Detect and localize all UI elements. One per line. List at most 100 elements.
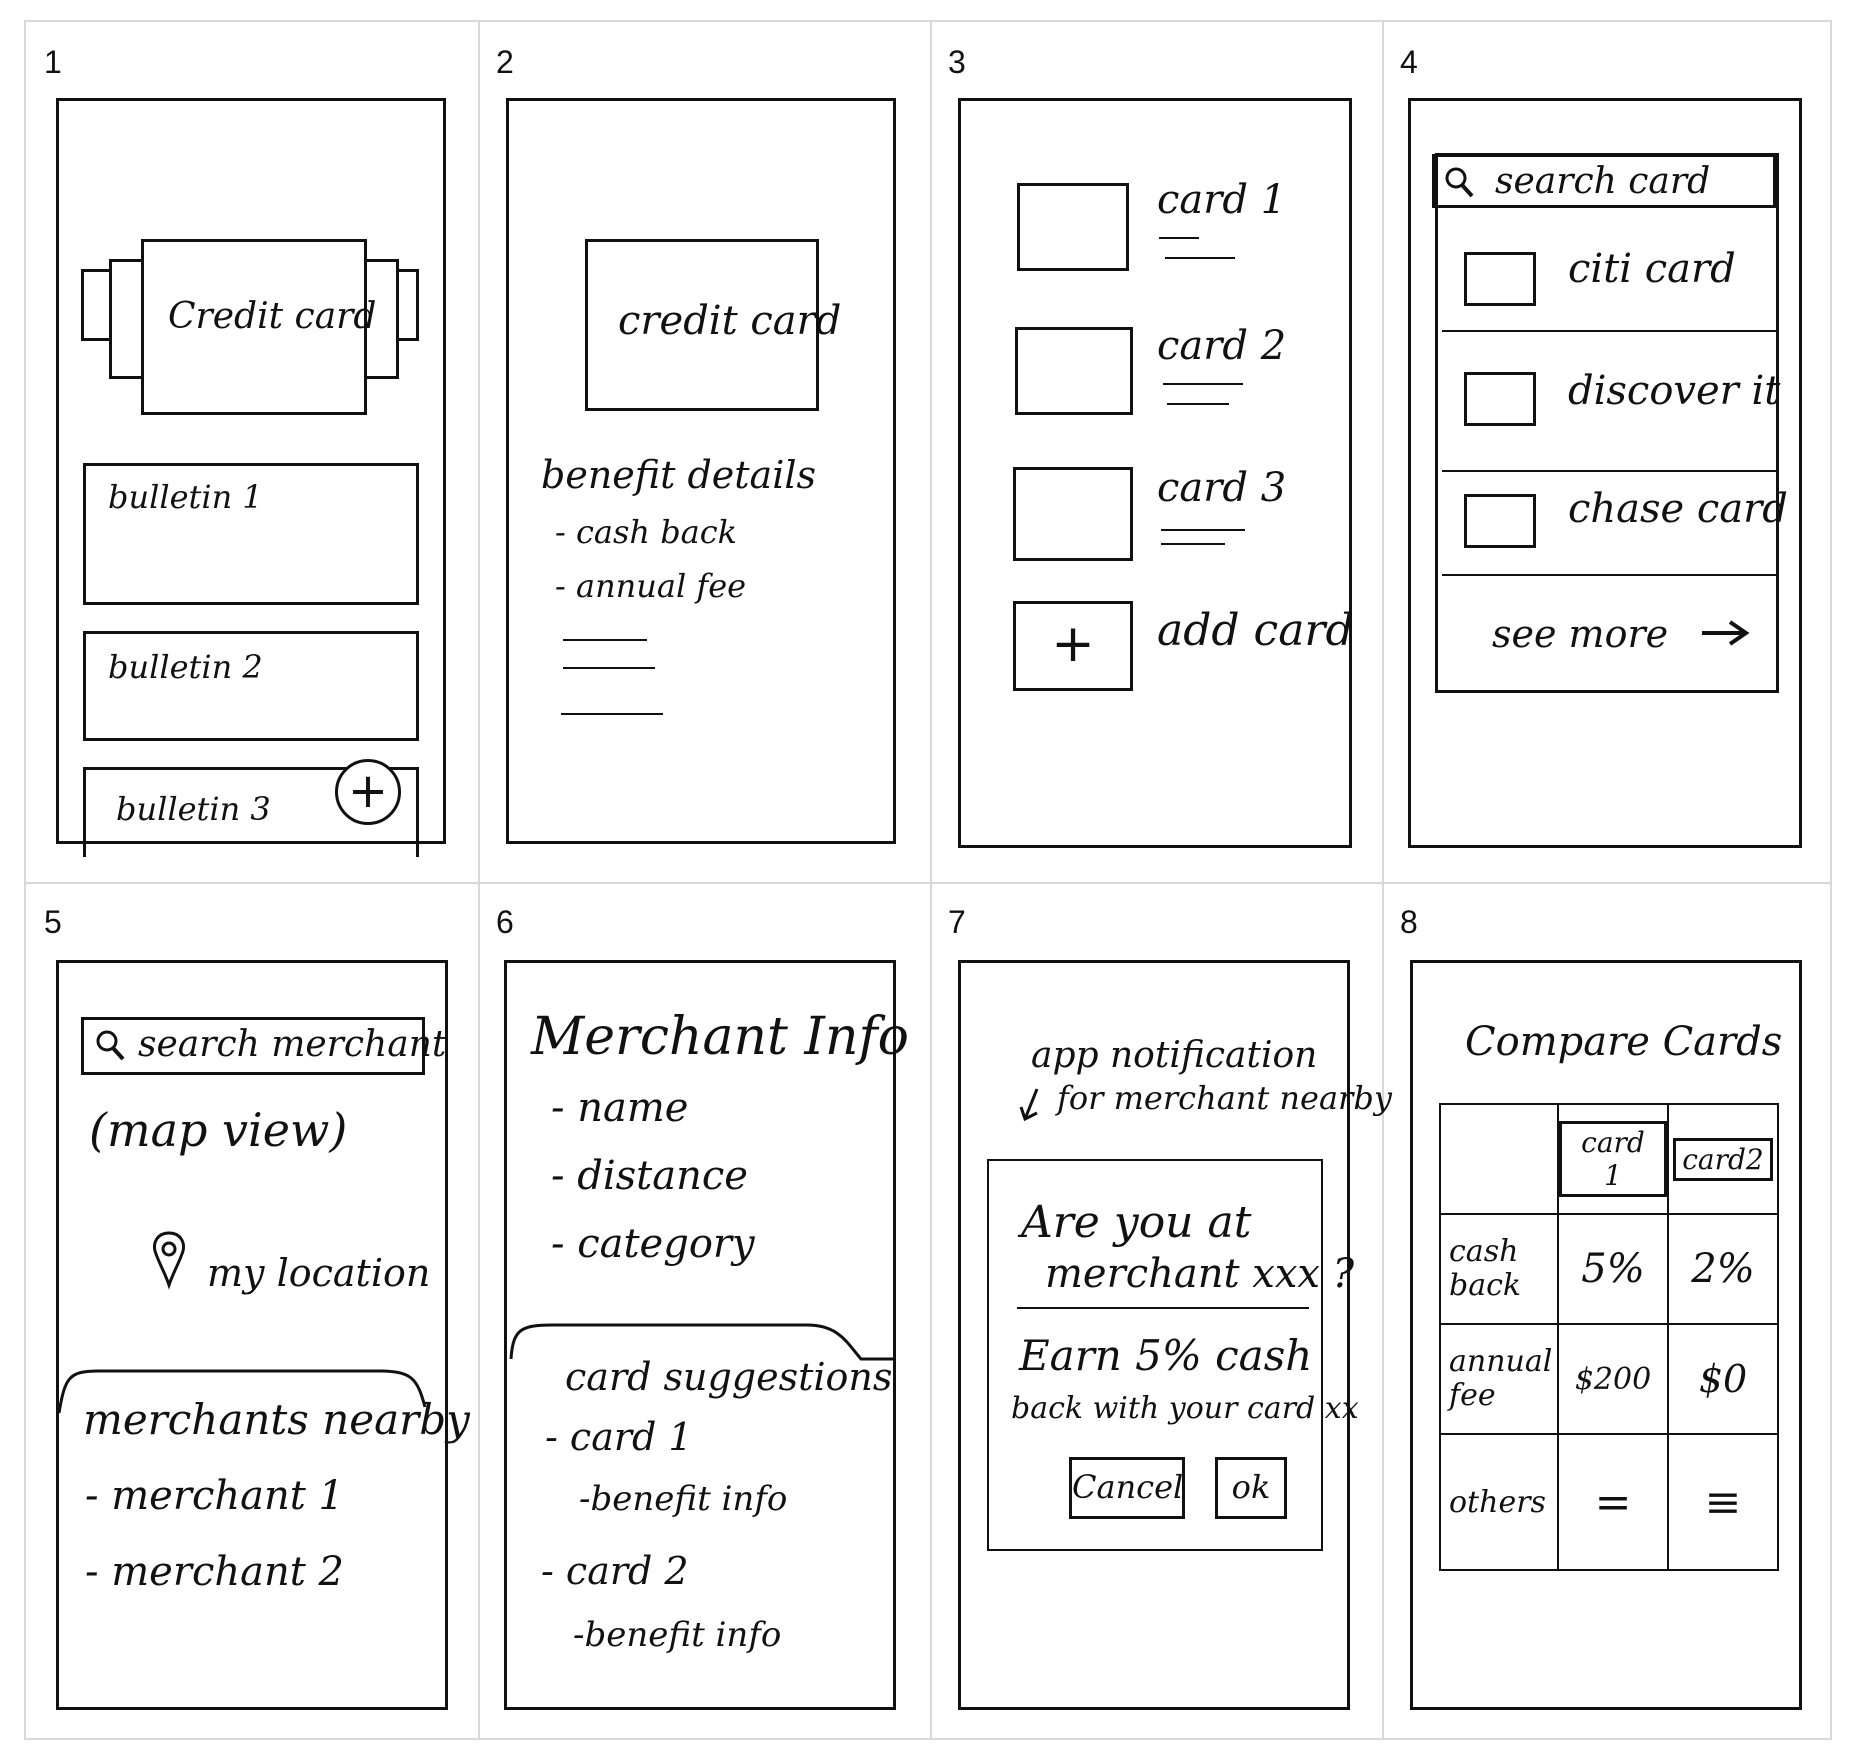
frame-3: 3 card 1 card 2 card 3 + add card (930, 22, 1382, 882)
card-name[interactable]: card 3 (1157, 465, 1287, 511)
bulletin-card[interactable]: bulletin 1 (83, 463, 419, 605)
frame-number: 1 (44, 44, 62, 80)
search-icon (96, 1030, 125, 1061)
card-thumbnail[interactable] (1017, 183, 1129, 271)
frame-number: 7 (948, 904, 966, 940)
table-corner (1439, 1103, 1559, 1215)
bottom-sheet-edge (509, 1323, 895, 1361)
add-card-button[interactable]: + (1013, 601, 1133, 691)
card-thumbnail[interactable] (1015, 327, 1133, 415)
card-detail-line (1161, 543, 1225, 545)
table-cell: = (1557, 1433, 1669, 1571)
card-detail-line (1159, 237, 1199, 239)
ok-button[interactable]: ok (1215, 1457, 1287, 1519)
phone-outline: search card citi card discover it chase … (1408, 98, 1802, 848)
search-dropdown: search card citi card discover it chase … (1432, 153, 1788, 693)
search-merchant-input[interactable]: search merchant (81, 1017, 446, 1075)
bottom-sheet-edge (57, 1369, 427, 1414)
table-row: others = ≡ (1439, 1433, 1779, 1571)
grid-divider (478, 22, 480, 1738)
placeholder-line (563, 639, 647, 641)
search-placeholder: search card (1495, 161, 1711, 202)
row-label-line: annual (1449, 1344, 1553, 1379)
phone-outline: Merchant Info - name - distance - catego… (504, 960, 909, 1710)
frame-7: 7 app notification for merchant nearby A… (930, 882, 1392, 1742)
benefit-details-title: benefit details (541, 453, 817, 497)
frame-number: 5 (44, 904, 62, 940)
card-suggestions-title: card suggestions (565, 1355, 893, 1399)
bulletin-card[interactable]: bulletin 3 (83, 767, 419, 857)
frame-4: 4 search card citi card discover it (1382, 22, 1834, 882)
bulletin-label: bulletin 1 (108, 478, 263, 516)
table-cell: $0 (1667, 1323, 1779, 1435)
merchants-nearby-title: merchants nearby (83, 1395, 470, 1444)
column-header: card2 (1667, 1103, 1779, 1215)
frame-number: 6 (496, 904, 514, 940)
search-card-input[interactable]: search card (1432, 154, 1776, 208)
bulletin-card[interactable]: bulletin 2 (83, 631, 419, 741)
suggested-card[interactable]: - card 1 (545, 1415, 693, 1459)
merchant-field: - name (551, 1085, 689, 1131)
table-cell: ≡ (1667, 1433, 1779, 1571)
dialog-question: merchant xxx ? (1045, 1251, 1355, 1297)
card-tag[interactable]: card2 (1673, 1137, 1773, 1181)
compare-cards-title: Compare Cards (1465, 1019, 1783, 1065)
result-divider (1442, 330, 1776, 332)
credit-card-label: Credit card (168, 296, 377, 337)
benefit-item: - annual fee (555, 567, 747, 605)
cancel-button[interactable]: Cancel (1069, 1457, 1185, 1519)
card-detail-line (1165, 257, 1235, 259)
carousel-card-right (367, 259, 399, 379)
merchant-field: - category (551, 1221, 755, 1267)
frame-2: 2 credit card benefit details - cash bac… (478, 22, 930, 882)
phone-outline: credit card benefit details - cash back … (506, 98, 896, 844)
card-tag[interactable]: card 1 (1559, 1121, 1667, 1197)
suggested-card-benefit: -benefit info (573, 1615, 782, 1655)
placeholder-line (561, 713, 663, 715)
search-placeholder: search merchant (138, 1024, 447, 1065)
add-button[interactable]: + (335, 759, 401, 825)
map-view-label: (map view) (89, 1103, 348, 1157)
row-label-line: back (1449, 1268, 1522, 1303)
credit-card-label: credit card (618, 298, 842, 344)
annotation-line: app notification (1031, 1035, 1318, 1076)
map-pin-icon[interactable] (149, 1229, 189, 1290)
merchant-field: - distance (551, 1153, 748, 1199)
phone-outline: app notification for merchant nearby Are… (958, 960, 1392, 1710)
carousel-edge-right (399, 269, 419, 341)
card-name[interactable]: card 1 (1157, 177, 1287, 223)
card-name[interactable]: card 2 (1157, 323, 1287, 369)
card-thumbnail (1464, 252, 1536, 306)
table-cell: 2% (1667, 1213, 1779, 1325)
dialog-question: Are you at (1021, 1197, 1252, 1248)
placeholder-line (563, 667, 655, 669)
table-cell: $200 (1557, 1323, 1669, 1435)
credit-card-hero[interactable]: Credit card (141, 239, 376, 415)
add-card-label[interactable]: add card (1157, 605, 1354, 656)
card-thumbnail[interactable] (1013, 467, 1133, 561)
suggested-card[interactable]: - card 2 (541, 1549, 689, 1593)
result-label[interactable]: citi card (1568, 246, 1736, 292)
phone-outline: search merchant (map view) my location m… (56, 960, 470, 1710)
row-label-line: cash (1449, 1234, 1519, 1269)
card-detail-line (1161, 529, 1245, 531)
see-more-link[interactable]: see more (1492, 612, 1669, 656)
merchant-item[interactable]: - merchant 2 (85, 1549, 344, 1595)
frame-5: 5 search merchant (map view) my location… (26, 882, 478, 1742)
bulletin-label: bulletin 2 (108, 648, 263, 686)
result-label[interactable]: chase card (1568, 486, 1788, 532)
merchant-item[interactable]: - merchant 1 (85, 1473, 344, 1519)
row-label-line: others (1449, 1484, 1546, 1520)
result-label[interactable]: discover it (1568, 368, 1781, 414)
phone-outline: Credit card bulletin 1 bulletin 2 bullet… (56, 98, 446, 857)
annotation-arrow (1019, 1088, 1039, 1122)
result-divider (1442, 574, 1776, 576)
frame-number: 2 (496, 44, 514, 80)
